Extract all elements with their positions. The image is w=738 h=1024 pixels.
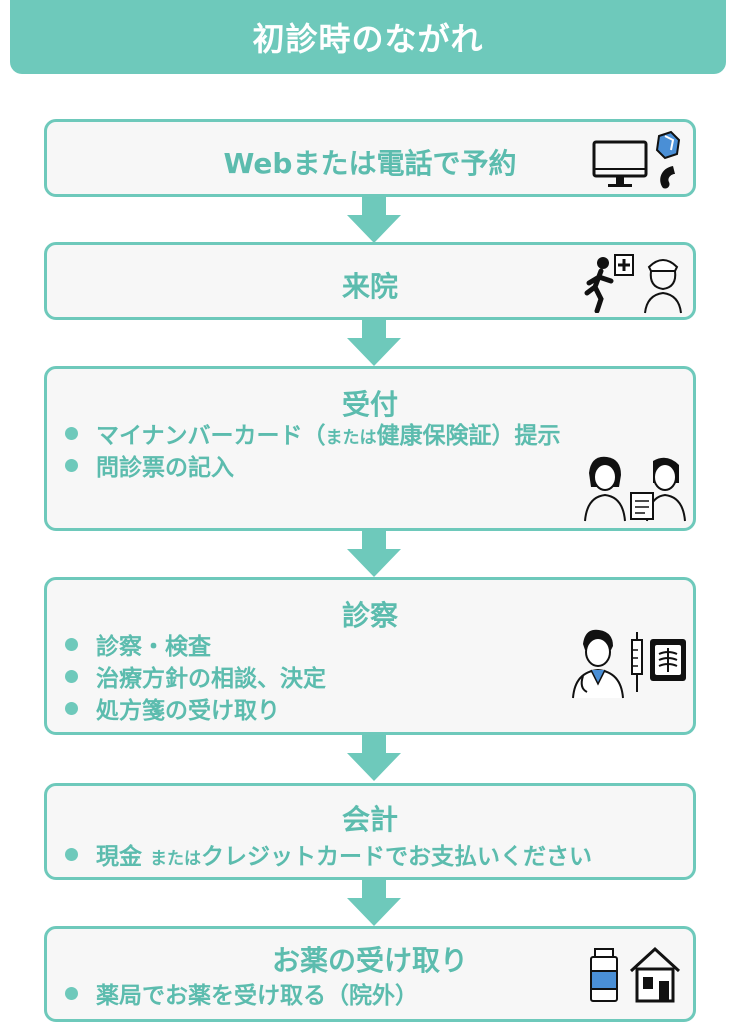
bullet-dot — [65, 637, 78, 651]
list-item: マイナンバーカード（または健康保険証）提示 — [65, 417, 561, 449]
item-text: 現金 — [96, 844, 151, 870]
step-reception: 受付 マイナンバーカード（または健康保険証）提示 問診票の記入 — [44, 366, 696, 531]
medicine-bottle-icon — [590, 948, 618, 1002]
bullet-dot — [65, 458, 78, 472]
step-visit: 来院 — [44, 242, 696, 320]
bullet-dot — [65, 701, 78, 715]
patient-with-clipboard-icon — [630, 457, 686, 522]
item-text: 薬局でお薬を受け取る（院外） — [96, 983, 418, 1009]
step-examination: 診察 診察・検査 治療方針の相談、決定 処方箋の受け取り — [44, 577, 696, 735]
down-arrow-icon — [347, 320, 401, 366]
step-title: 診察 — [341, 599, 398, 632]
down-arrow-icon — [347, 735, 401, 781]
step-medicine-pickup: お薬の受け取り 薬局でお薬を受け取る（院外） — [44, 926, 696, 1022]
down-arrow-icon — [347, 531, 401, 577]
list-item: 問診票の記入 — [65, 449, 561, 481]
list-item: 診察・検査 — [65, 628, 326, 660]
page-header: 初診時のながれ — [10, 0, 726, 74]
step-title: 会計 — [341, 803, 398, 836]
item-text: 治療方針の相談、決定 — [96, 666, 326, 692]
bullet-dot — [65, 847, 78, 861]
item-text-rest: クレジットカードでお支払いください — [201, 844, 593, 870]
step-title: 受付 — [341, 388, 398, 421]
item-text: 診察・検査 — [96, 634, 211, 660]
step-reservation: Webまたは電話で予約 — [44, 119, 696, 197]
step-title: Webまたは電話で予約 — [223, 147, 517, 180]
item-text: 問診票の記入 — [96, 455, 234, 481]
list-item: 治療方針の相談、決定 — [65, 660, 326, 692]
list-item: 処方箋の受け取り — [65, 692, 326, 724]
xray-icon — [650, 639, 686, 681]
list-item: 薬局でお薬を受け取る（院外） — [65, 977, 418, 1009]
syringe-icon — [631, 632, 643, 692]
step-title: 来院 — [341, 270, 398, 303]
down-arrow-icon — [347, 880, 401, 926]
list-item: 現金 またはクレジットカードでお支払いください — [65, 838, 592, 870]
step-title: お薬の受け取り — [271, 944, 468, 977]
doctor-icon — [572, 629, 624, 699]
item-text: 処方箋の受け取り — [96, 698, 280, 724]
item-text: マイナンバーカード（ — [96, 423, 326, 449]
smartphone-icon — [655, 130, 681, 189]
bullet-dot — [65, 426, 78, 440]
bullet-dot — [65, 986, 78, 1000]
bullet-dot — [65, 669, 78, 683]
item-text-small: または — [325, 428, 377, 448]
receptionist-icon — [584, 456, 626, 522]
item-text-small: または — [150, 849, 202, 869]
pharmacy-house-icon — [629, 946, 681, 1003]
nurse-icon — [644, 259, 682, 314]
walking-patient-icon — [584, 254, 634, 313]
step-payment: 会計 現金 またはクレジットカードでお支払いください — [44, 783, 696, 880]
item-text-rest: 健康保険証）提示 — [376, 423, 561, 449]
monitor-icon — [592, 140, 648, 187]
page-title: 初診時のながれ — [252, 20, 484, 58]
down-arrow-icon — [347, 197, 401, 243]
